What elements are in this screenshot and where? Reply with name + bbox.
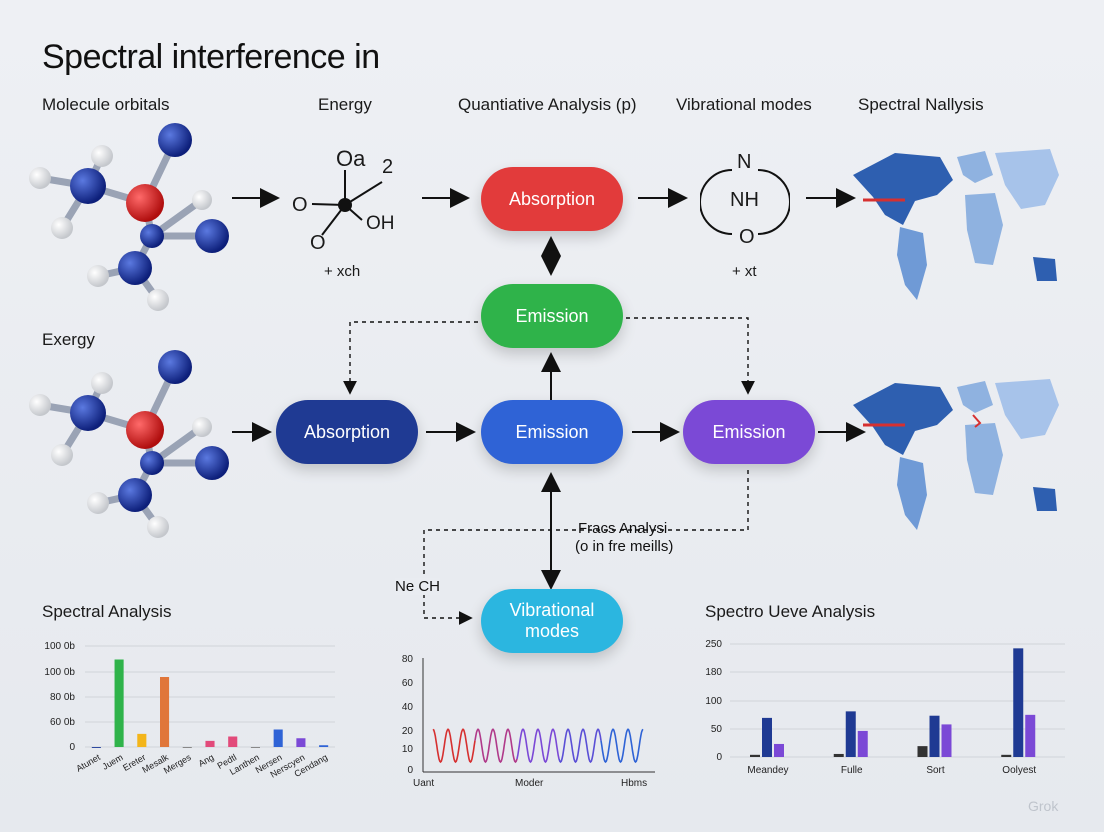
- formula-left: O: [292, 194, 308, 216]
- y-tick-label: 100 0b: [44, 641, 75, 652]
- bar: [750, 754, 760, 757]
- x-tick-label: Meandey: [747, 765, 788, 776]
- formula-sup: 2: [382, 156, 394, 178]
- formula-top: Oa: [336, 146, 366, 171]
- bar: [250, 747, 260, 748]
- x-tick-label: Sort: [926, 765, 945, 776]
- molecule-orbitals-label: Molecule orbitals: [42, 95, 170, 114]
- energy-label: Energy: [318, 95, 372, 114]
- ring-mid: NH: [730, 189, 759, 211]
- y-tick-label: 250: [705, 639, 722, 650]
- y-tick-label: 80: [402, 654, 414, 665]
- formula-bottom: O: [310, 232, 326, 254]
- bar: [114, 659, 124, 747]
- wave-series: [474, 728, 518, 764]
- bar: [273, 729, 283, 747]
- absorption-pill: Absorption: [481, 167, 623, 231]
- bar: [160, 677, 170, 747]
- bar: [319, 745, 329, 747]
- bar: [137, 733, 147, 747]
- ring-bottom: O: [739, 226, 755, 248]
- spectral-analysis-title: Spectral Analysis: [42, 602, 172, 621]
- y-tick-label: 0: [69, 742, 75, 753]
- y-tick-label: 0: [716, 752, 722, 763]
- formula-caption: + xch: [324, 263, 361, 280]
- emission-pill-purple: Emission: [683, 400, 815, 464]
- y-tick-label: 100 0b: [44, 667, 75, 678]
- y-tick-label: 60 0b: [50, 717, 75, 728]
- bar: [833, 753, 844, 757]
- wave-series: [432, 728, 476, 764]
- bar: [296, 738, 306, 747]
- x-tick-label: Atunet: [74, 752, 102, 774]
- y-tick-label: 40: [402, 702, 414, 713]
- fracs-note: Fracs Analysi: [578, 520, 668, 537]
- x-tick-label: Hbms: [621, 778, 647, 789]
- ring-top: N: [737, 151, 752, 173]
- y-tick-label: 100: [705, 696, 722, 707]
- bar: [762, 717, 772, 757]
- emission-pill-blue: Emission: [481, 400, 623, 464]
- molecule-icon: [29, 123, 229, 311]
- bar: [774, 743, 784, 757]
- bar: [1025, 714, 1036, 757]
- y-tick-label: 20: [402, 726, 414, 737]
- energy-structure-icon: [311, 170, 383, 236]
- formula-right: OH: [366, 213, 395, 234]
- y-tick-label: 0: [407, 765, 413, 776]
- y-tick-label: 180: [705, 667, 722, 678]
- bar: [1001, 754, 1012, 757]
- y-tick-label: 60: [402, 678, 414, 689]
- world-map-icon-2: [853, 379, 1059, 530]
- bar: [1013, 648, 1024, 757]
- y-tick-label: 50: [711, 724, 723, 735]
- bar: [182, 747, 192, 748]
- bar: [91, 747, 101, 748]
- x-tick-label: Moder: [515, 778, 544, 789]
- emission-pill-green: Emission: [481, 284, 623, 348]
- exergy-label: Exergy: [42, 330, 95, 349]
- fracs-note-sub: (o in fre meills): [575, 538, 674, 555]
- vibrational-modes-label: Vibrational modes: [676, 95, 812, 114]
- spectral-analysis-header: Spectral Nallysis: [858, 95, 984, 114]
- nh-ring-icon: [700, 169, 790, 235]
- y-tick-label: 10: [402, 744, 414, 755]
- spectro-analysis-title: Spectro Ueve Analysis: [705, 602, 876, 621]
- nech-note: Ne CH: [395, 578, 441, 595]
- world-map-icon: [853, 149, 1059, 300]
- x-tick-label: Fulle: [841, 765, 863, 776]
- wave-series: [516, 728, 560, 764]
- x-tick-label: Oolyest: [1002, 765, 1036, 776]
- bar: [941, 724, 952, 757]
- molecule-icon-2: [29, 350, 229, 538]
- page-title: Spectral interference in: [42, 38, 380, 76]
- absorption-pill-navy: Absorption: [276, 400, 418, 464]
- wave-series: [558, 728, 602, 764]
- bar: [917, 746, 928, 757]
- quantitative-analysis-label: Quantiative Analysis (p): [458, 95, 637, 114]
- x-tick-label: Ang: [197, 752, 216, 769]
- x-tick-label: Uant: [413, 778, 434, 789]
- bar: [205, 740, 215, 747]
- x-tick-label: Juem: [101, 752, 125, 772]
- bar: [929, 715, 940, 757]
- y-tick-label: 80 0b: [50, 692, 75, 703]
- wave-series: [600, 728, 644, 764]
- ring-caption: + xt: [732, 263, 757, 280]
- bar: [228, 736, 238, 747]
- bar: [857, 730, 868, 757]
- watermark: Grok: [1028, 798, 1059, 814]
- bar: [845, 711, 856, 757]
- vibrational-modes-pill: Vibrational modes: [481, 589, 623, 653]
